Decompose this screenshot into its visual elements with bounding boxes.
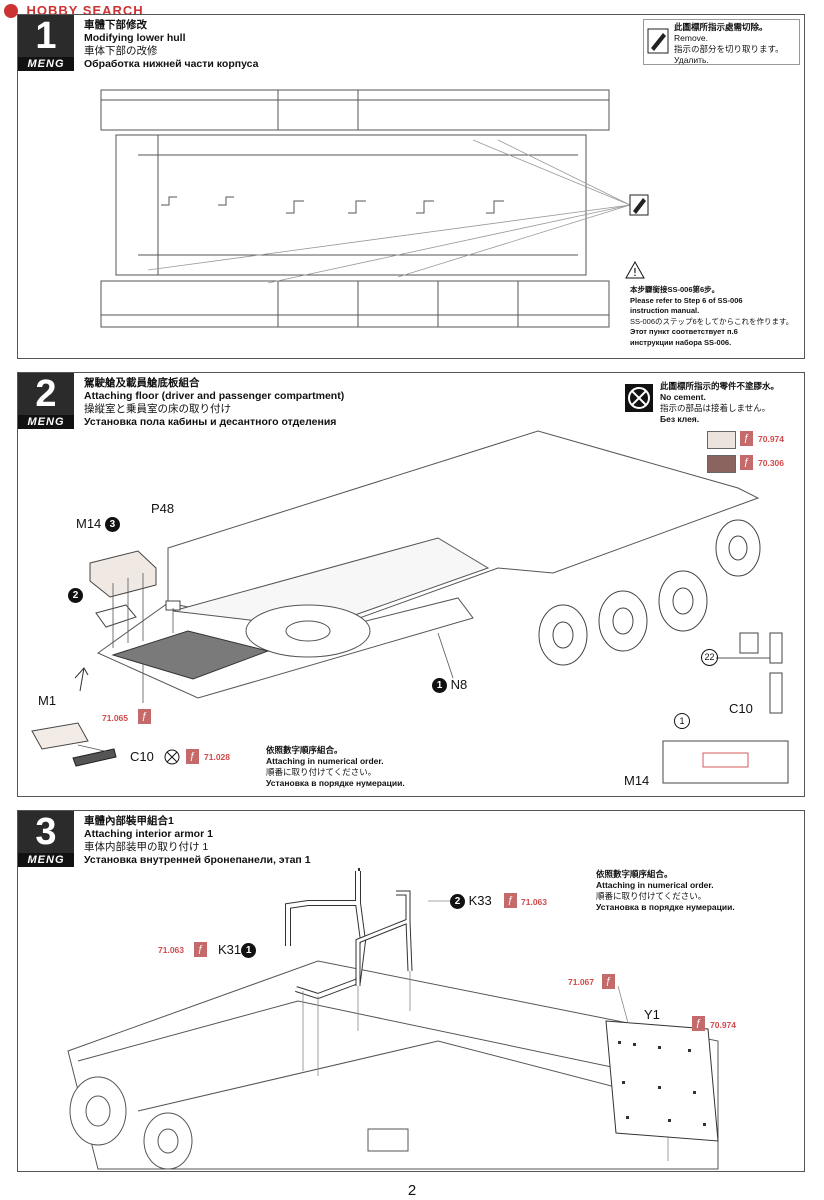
step2-title-zh: 駕駛艙及載員艙底板組合 <box>84 377 200 389</box>
paint-brush-icon: ƒ <box>740 455 753 470</box>
floor-assembly-drawing <box>31 430 789 784</box>
no-cement-icon <box>164 749 180 765</box>
step3-title-ru: Установка внутренней бронепанели, этап 1 <box>84 854 311 866</box>
warning-icon: ! <box>625 260 645 279</box>
step2-number: 2 <box>35 373 57 415</box>
detail-ref-22: 22 <box>701 649 718 666</box>
label-m14: M14 3 <box>76 516 120 533</box>
step2-title-ru: Установка пола кабины и десантного отдел… <box>84 416 337 428</box>
order-note-ru: Установка в порядке нумерации. <box>266 778 405 788</box>
ref-note-ja: SS-006のステップ6をしてからこれを作ります。 <box>630 316 794 326</box>
label-n8: 1 N8 <box>432 677 467 694</box>
step3-title-ja: 車体内部装甲の取り付け 1 <box>84 841 209 853</box>
order-note-zh: 依照數字順序組合。 <box>596 869 673 879</box>
order-note-step2: 依照數字順序組合。 Attaching in numerical order. … <box>266 745 405 789</box>
ref-note-en-1: Please refer to Step 6 of SS-006 <box>630 295 743 305</box>
interior-armor-drawing <box>67 868 719 1170</box>
paint-code-71063-k31: 71.063 <box>158 945 184 955</box>
step1-title-ja: 車体下部の改修 <box>84 45 158 57</box>
remove-note-en: Remove. <box>674 33 709 43</box>
order-note-zh: 依照數字順序組合。 <box>266 745 343 755</box>
meng-logo: MENG <box>18 57 74 71</box>
paint-brush-icon: ƒ <box>138 709 151 724</box>
step3-badge: 3 MENG <box>18 811 74 867</box>
no-cement-note: 此圖標所指示的零件不塗膠水。 No cement. 指示の部品は接着しません。 … <box>624 379 800 424</box>
step2-title-en: Attaching floor (driver and passenger co… <box>84 390 345 402</box>
step1-number: 1 <box>35 15 57 57</box>
paint-code-70306: 70.306 <box>758 458 784 468</box>
label-p48: P48 <box>151 501 175 516</box>
paint-code-71063-k33: 71.063 <box>521 897 547 907</box>
paint-brush-icon: ƒ <box>504 893 517 908</box>
label-m1: M1 <box>38 693 57 708</box>
no-cement-ja: 指示の部品は接着しません。 <box>660 403 771 413</box>
step1-panel: 1 MENG 車體下部修改 Modifying lower hull 車体下部の… <box>17 14 805 359</box>
ref-note-ru-2: инструкции набора SS-006. <box>630 337 732 347</box>
step3-number: 3 <box>35 811 57 853</box>
step2-title-ja: 操縦室と乗員室の床の取り付け <box>84 403 231 415</box>
step3-titles: 車體內部裝甲組合1 Attaching interior armor 1 車体内… <box>84 815 311 867</box>
step1-title-zh: 車體下部修改 <box>84 19 147 31</box>
paint-brush-icon: ƒ <box>692 1016 705 1031</box>
paint-code-70974-y1: 70.974 <box>710 1020 736 1030</box>
paint-brush-icon: ƒ <box>194 942 207 957</box>
remove-note-box: 此圖標所指示處需切除。 Remove. 指示の部分を切り取ります。 Удалит… <box>643 19 800 65</box>
step1-badge: 1 MENG <box>18 15 74 71</box>
page-number: 2 <box>407 1182 417 1199</box>
label-c10: C10 <box>130 749 154 764</box>
paint-swatch-light <box>707 431 736 449</box>
paint-brush-icon: ƒ <box>740 431 753 446</box>
paint-code-71067: 71.067 <box>568 977 594 987</box>
remove-note-ja: 指示の部分を切り取ります。 <box>674 44 784 54</box>
step1-title-en: Modifying lower hull <box>84 32 186 44</box>
svg-text:!: ! <box>633 266 637 279</box>
step-number-3: 3 <box>104 517 120 533</box>
order-note-ja: 順番に取り付けてください。 <box>266 767 377 777</box>
no-cement-icon <box>625 384 653 412</box>
label-c10-detail: C10 <box>729 701 753 716</box>
step3-panel: 3 MENG 車體內部裝甲組合1 Attaching interior armo… <box>17 810 805 1172</box>
paint-code-71028: 71.028 <box>204 752 230 762</box>
step1-title-ru: Обработка нижней части корпуса <box>84 58 259 70</box>
step2-badge: 2 MENG <box>18 373 74 429</box>
step3-title-zh: 車體內部裝甲組合1 <box>84 815 174 827</box>
step3-title-en: Attaching interior armor 1 <box>84 828 213 840</box>
no-cement-en: No cement. <box>660 392 706 402</box>
ref-note-text: 本步驟銜接SS-006第6步。 Please refer to Step 6 o… <box>630 285 793 348</box>
lower-hull-drawing <box>100 89 649 328</box>
cutter-icon <box>647 28 669 54</box>
ref-note: ! <box>625 260 645 284</box>
remove-note-zh: 此圖標所指示處需切除。 <box>674 22 768 32</box>
ref-note-zh: 本步驟銜接SS-006第6步。 <box>630 285 720 294</box>
paint-brush-icon: ƒ <box>186 749 199 764</box>
step-number-2: 2 <box>68 587 83 604</box>
order-note-en: Attaching in numerical order. <box>266 756 384 766</box>
meng-logo: MENG <box>18 415 74 429</box>
ref-note-en-2: instruction manual. <box>630 306 700 315</box>
step1-titles: 車體下部修改 Modifying lower hull 車体下部の改修 Обра… <box>84 19 258 71</box>
paint-swatch-dark <box>707 455 736 473</box>
order-note-en: Attaching in numerical order. <box>596 880 714 890</box>
ref-note-ru-1: Этот пункт соответствует п.6 <box>630 327 738 336</box>
step2-titles: 駕駛艙及載員艙底板組合 Attaching floor (driver and … <box>84 377 344 429</box>
watermark-logo-icon <box>4 3 18 18</box>
step2-panel: 2 MENG 駕駛艙及載員艙底板組合 Attaching floor (driv… <box>17 372 805 797</box>
paint-code-70974: 70.974 <box>758 434 784 444</box>
order-note-step3: 依照數字順序組合。 Attaching in numerical order. … <box>596 869 735 913</box>
order-note-ja: 順番に取り付けてください。 <box>596 891 707 901</box>
no-cement-ru: Без клея. <box>660 414 700 424</box>
meng-logo: MENG <box>18 853 74 867</box>
detail-ref-1: 1 <box>674 713 690 729</box>
label-k33: 2 K33 <box>450 893 492 910</box>
paint-brush-icon: ƒ <box>602 974 615 989</box>
no-cement-zh: 此圖標所指示的零件不塗膠水。 <box>660 381 780 391</box>
order-note-ru: Установка в порядке нумерации. <box>596 902 735 912</box>
label-y1: Y1 <box>644 1007 660 1022</box>
paint-code-71065: 71.065 <box>102 713 128 723</box>
label-m14-detail: M14 <box>624 773 650 788</box>
remove-note-ru: Удалить. <box>674 55 709 65</box>
